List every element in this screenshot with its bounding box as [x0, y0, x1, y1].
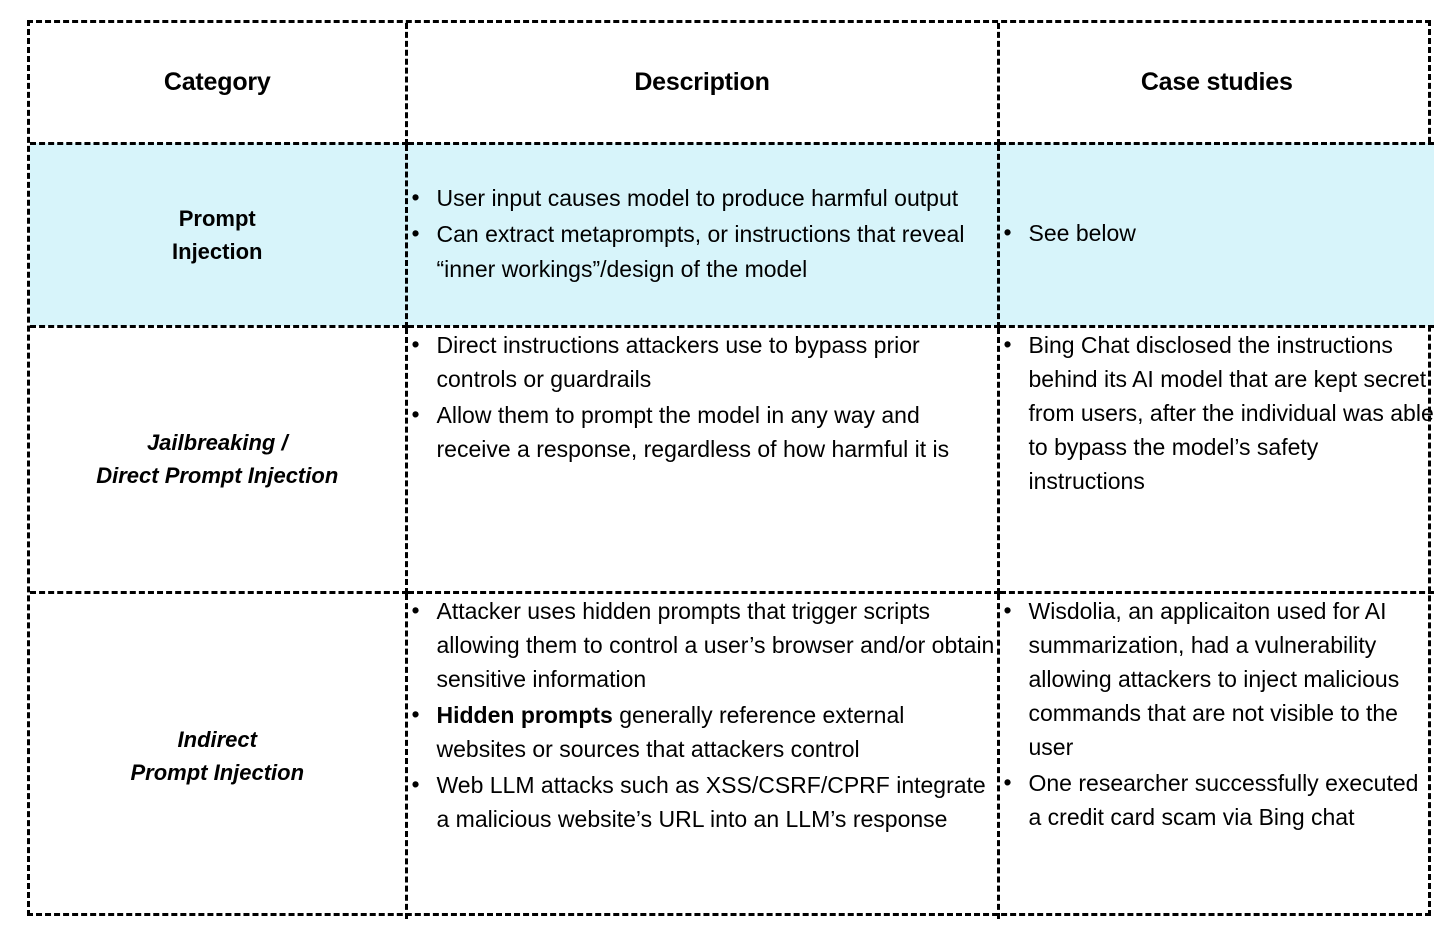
list-item: Direct instructions attackers use to byp…	[408, 326, 997, 396]
list-item: One researcher successfully executed a c…	[1000, 765, 1435, 834]
category-label-line1: Indirect	[177, 727, 257, 753]
case-studies-cell-jailbreaking: Bing Chat disclosed the instructions beh…	[998, 326, 1435, 594]
case-studies-bullet-list: Bing Chat disclosed the instructions beh…	[1000, 326, 1435, 498]
table-row-jailbreaking: Jailbreaking / Direct Prompt Injection D…	[30, 326, 1435, 594]
list-item: Allow them to prompt the model in any wa…	[408, 397, 997, 466]
description-bullet-list: User input causes model to produce harmf…	[408, 180, 997, 285]
description-cell-indirect: Attacker uses hidden prompts that trigge…	[406, 592, 1000, 919]
table-row-prompt-injection: Prompt Injection User input causes model…	[30, 143, 1435, 328]
description-bullet-list: Direct instructions attackers use to byp…	[408, 326, 997, 466]
table: Category Description Case studies Prompt…	[30, 23, 1434, 919]
category-label-line1: Jailbreaking /	[146, 430, 288, 455]
description-bullet-list: Attacker uses hidden prompts that trigge…	[408, 592, 997, 836]
column-header-case-studies: Case studies	[998, 23, 1434, 145]
category-label-line1: Prompt	[178, 205, 256, 231]
bold-emphasis: Hidden prompts	[436, 701, 613, 728]
column-header-description: Description	[406, 23, 1000, 145]
description-cell-jailbreaking: Direct instructions attackers use to byp…	[406, 326, 1000, 594]
list-item: Can extract metaprompts, or instructions…	[408, 216, 997, 285]
list-item: Bing Chat disclosed the instructions beh…	[1000, 326, 1435, 498]
category-cell-indirect: Indirect Prompt Injection	[30, 592, 408, 919]
case-studies-bullet-list: See below	[1000, 215, 1435, 250]
category-cell-prompt-injection: Prompt Injection	[30, 143, 408, 328]
list-item: Wisdolia, an applicaiton used for AI sum…	[1000, 592, 1435, 764]
attack-taxonomy-table: Category Description Case studies Prompt…	[27, 20, 1434, 919]
list-item: Hidden prompts generally reference exter…	[408, 697, 997, 766]
table-header-row: Category Description Case studies	[30, 23, 1434, 145]
category-cell-jailbreaking: Jailbreaking / Direct Prompt Injection	[30, 326, 408, 594]
list-item: See below	[1000, 215, 1435, 250]
category-label-line2: Direct Prompt Injection	[96, 463, 339, 488]
list-item: User input causes model to produce harmf…	[408, 180, 997, 215]
list-item: Web LLM attacks such as XSS/CSRF/CPRF in…	[408, 767, 997, 836]
table-row-indirect-prompt-injection: Indirect Prompt Injection Attacker uses …	[30, 592, 1434, 919]
column-header-category: Category	[30, 23, 408, 145]
case-studies-cell-prompt-injection: See below	[998, 143, 1435, 328]
category-label-line2: Injection	[172, 238, 263, 264]
case-studies-cell-indirect: Wisdolia, an applicaiton used for AI sum…	[998, 592, 1434, 919]
description-cell-prompt-injection: User input causes model to produce harmf…	[406, 143, 1000, 328]
category-label-line2: Prompt Injection	[130, 760, 305, 786]
list-item: Attacker uses hidden prompts that trigge…	[408, 592, 997, 696]
case-studies-bullet-list: Wisdolia, an applicaiton used for AI sum…	[1000, 592, 1435, 834]
